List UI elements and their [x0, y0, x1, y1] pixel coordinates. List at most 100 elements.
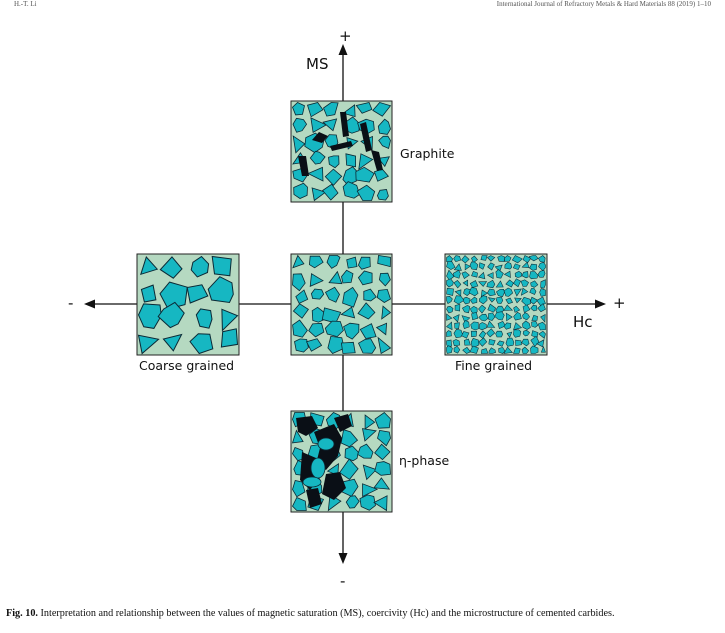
carbide-grain [513, 311, 522, 321]
carbide-grain [469, 345, 479, 354]
carbide-grain [468, 287, 479, 297]
carbide-grain [498, 347, 506, 354]
graphite-flake [371, 150, 383, 171]
carbide-grain [453, 295, 465, 305]
carbide-grain [462, 279, 469, 287]
carbide-grain [359, 323, 377, 339]
carbide-grain [497, 255, 505, 262]
eta-phase-region [334, 414, 352, 432]
eta-phase-region [296, 416, 318, 436]
carbide-grain [377, 429, 391, 447]
carbide-grain [362, 483, 379, 498]
carbide-grain [159, 281, 188, 310]
carbide-grain [137, 334, 160, 355]
carbide-grain [494, 311, 505, 321]
carbide-grain [464, 263, 471, 271]
carbide-grain [479, 322, 487, 331]
carbide-grain [310, 288, 325, 300]
horizontal-axis-arrow-left [84, 299, 95, 309]
carbide-grain [520, 279, 529, 287]
carbide-grain [309, 150, 326, 165]
carbide-grain [446, 330, 452, 337]
carbide-grain [529, 271, 539, 280]
carbide-grain [452, 269, 461, 279]
carbide-grain [372, 102, 392, 117]
carbide-grain [378, 135, 391, 150]
carbide-grain [522, 329, 530, 337]
carbide-grain [324, 286, 340, 303]
coarse-grained-label: Coarse grained [139, 358, 235, 373]
carbide-grain [505, 297, 514, 305]
carbide-grain [505, 279, 514, 288]
graphite-label: Graphite [400, 146, 455, 161]
carbide-grain [346, 256, 358, 269]
figure-number: Fig. 10. [6, 608, 38, 619]
carbide-grain [488, 312, 496, 322]
carbide-grain [504, 255, 512, 262]
carbide-grain [221, 308, 239, 332]
graphite-flake [340, 112, 349, 137]
carbide-grain [373, 477, 391, 490]
carbide-grain [355, 102, 373, 114]
carbide-grain [343, 322, 360, 340]
carbide-grain [340, 306, 356, 319]
carbide-grain [446, 287, 454, 296]
carbide-grain [453, 280, 462, 289]
carbide-grain [190, 255, 210, 278]
carbide-grain [486, 272, 494, 280]
carbide-grain [362, 464, 378, 481]
carbide-grain [374, 461, 391, 476]
carbide-grain [357, 256, 371, 270]
carbide-grain [355, 166, 375, 183]
carbide-grain [529, 287, 537, 295]
carbide-grain [530, 345, 539, 354]
carbide-grain [374, 443, 391, 461]
carbide-grain [324, 168, 343, 186]
carbide-grain [302, 476, 322, 488]
carbide-grain [521, 271, 529, 279]
ms-axis-label: MS [306, 55, 329, 73]
carbide-grain [522, 255, 532, 264]
carbide-grain [377, 336, 392, 355]
carbide-grain [488, 347, 497, 354]
carbide-grain [292, 117, 308, 133]
carbide-grain [292, 496, 307, 511]
carbide-grain [294, 338, 309, 353]
carbide-grain [357, 338, 377, 354]
carbide-grain [292, 273, 306, 292]
carbide-grain [292, 319, 308, 338]
carbide-grain [470, 330, 478, 338]
carbide-grain [377, 255, 391, 268]
carbide-grain [540, 279, 546, 289]
carbide-grain [374, 411, 391, 429]
carbide-grain [328, 270, 343, 285]
carbide-grain [340, 429, 359, 448]
carbide-grain [358, 153, 374, 171]
carbide-grain [514, 297, 522, 304]
carbide-grain [540, 314, 546, 323]
carbide-grain [538, 255, 546, 263]
vertical-axis-arrow-up [338, 44, 348, 55]
carbide-grain [342, 286, 359, 308]
carbide-grain [480, 348, 489, 354]
carbide-grain [478, 281, 488, 287]
fine-grained-label: Fine grained [455, 358, 533, 373]
carbide-grain [521, 261, 530, 269]
carbide-grain [293, 182, 308, 199]
carbide-grain [308, 255, 324, 269]
normal-microstructure [292, 254, 392, 355]
carbide-grain [486, 279, 496, 289]
carbide-grain [539, 288, 546, 297]
carbide-grain [513, 305, 521, 313]
carbide-grain [503, 304, 514, 311]
carbide-grain [157, 301, 185, 329]
carbide-grain [522, 320, 531, 330]
carbide-grain [515, 339, 522, 346]
carbide-grain [530, 304, 538, 312]
eta-phase-microstructure [291, 411, 391, 512]
carbide-grain [505, 337, 515, 347]
carbide-grain [471, 270, 478, 278]
carbide-grain [310, 457, 326, 479]
carbide-grain [503, 322, 512, 330]
eta-phase-region [306, 488, 322, 508]
